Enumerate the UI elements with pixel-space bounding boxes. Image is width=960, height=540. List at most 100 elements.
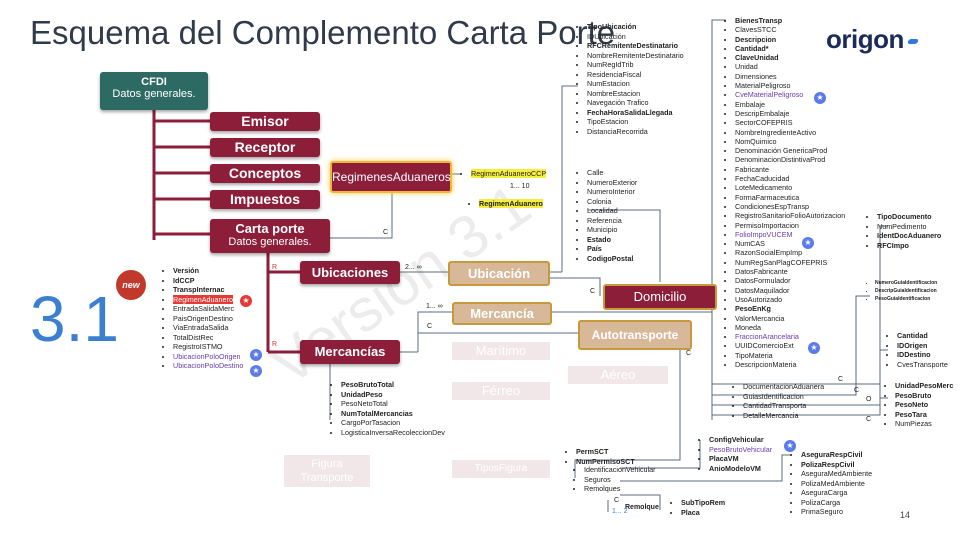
attribute-item: NumEstacion [587,79,630,88]
label-r-ubicaciones: R [272,264,278,271]
attribute-item: RFCImpo [877,240,909,250]
attribute-item: IDDestino [897,350,931,359]
attribute-item: Fabricante [735,164,769,174]
attribute-item: DenominacionDistintivaProd [735,155,826,165]
list-item: RazonSocialEmpImp [735,248,845,257]
label-c-autotransporte: C [686,350,692,357]
star-icon: ★ [240,295,252,307]
list-item: TipoMateria [735,351,845,360]
list-item: UUIDComercioExt [735,341,845,350]
page-number: 14 [900,510,911,520]
page-title: Esquema del Complemento Carta Porte [30,14,616,51]
attribute-item: CantidadTransporta [743,401,807,410]
attribute-item: DatosFabricante [735,267,788,277]
company-logo: origon [826,24,919,55]
node-ubicacion: Ubicación [448,261,550,286]
list-item: ConfigVehicular [709,435,772,445]
list-item: RFCRemitenteDestinatario [587,41,684,51]
attribute-item: DatosMaquilador [735,285,790,295]
list-item: CantidadTransporta [743,401,824,411]
list-item: PermisoImportacion [735,221,845,230]
attribute-item: AseguraRespCivil [801,450,863,459]
attribute-item: CodigoPostal [587,253,634,263]
list-item: DatosMaquilador [735,286,845,295]
list-item: RegimenAduanero [173,294,243,305]
remolque-attrs: SubTipoRemPlaca [672,498,725,517]
list-item: LogisticaInversaRecoleccionDev [341,428,445,438]
attribute-item: PermisoImportacion [735,220,799,230]
attribute-item: UbicacionPoloOrigen [173,351,241,361]
list-item: Cantidad* [735,44,845,53]
label-c-remolque: C [614,497,620,504]
attribute-item: NumCAS [735,239,765,249]
attribute-item: UnidadPeso [341,389,383,399]
attribute-item: PermSCT [576,447,609,456]
list-item: TipoEstacion [587,117,684,127]
logo-mark-icon [906,38,919,44]
attribute-item: ValorMercancia [735,313,785,323]
list-item: IdentDocAduanero [877,231,941,241]
list-item: DocumentacionAduanera [743,382,824,392]
list-item: NumPiezas [895,419,953,429]
attribute-item: NumPermisoSCT [576,456,635,466]
list-item: NumeroInterior [587,187,637,197]
list-item: PesoBruto [895,391,953,401]
regimen-aduanero-ccp: RegimenAduaneroCCP [471,169,547,178]
label-c-detalle: C [866,416,872,423]
star-icon: ★ [784,440,796,452]
list-item: AseguraCarga [801,488,872,498]
list-item: DescripEmbalaje [735,109,845,118]
list-item: Placa [681,508,725,518]
list-item: Estado [587,235,637,245]
attribute-item: NumeroInterior [587,187,635,196]
list-item: PolizaMedAmbiente [801,479,872,489]
list-item: NumeroExterior [587,178,637,188]
list-item: Denominación GenericaProd [735,146,845,155]
seguros-attrs: AseguraRespCivilPolizaRespCivilAseguraMe… [792,450,872,517]
regimenes-cardinality: 1... 10 [510,183,530,190]
list-item: PrimaSeguro [801,507,872,517]
attribute-item: PesoBruto [895,390,932,400]
attribute-item: IdCCP [173,275,195,285]
list-item: NumPermisoSCT [576,457,635,467]
attribute-item: GuiasIdentificacion [743,391,804,401]
attribute-item: TipoMateria [735,350,773,360]
attribute-item: NumPiezas [895,419,932,428]
list-item: PesoEnKg [735,304,845,313]
attribute-item: TranspInternac [173,285,225,294]
list-item: NumPedimento [877,222,941,232]
attribute-item: CargoPorTasacion [341,418,401,427]
list-item: PesoBrutoTotal [341,380,445,390]
node-impuestos: Impuestos [210,190,320,209]
node-carta-porte: Carta porte Datos generales. [210,219,330,253]
list-item: Dimensiones [735,72,845,81]
attribute-item: UbicacionPoloDestino [173,361,244,370]
attribute-item: UnidadPesoMerc [895,381,954,390]
attribute-item: DistanciaRecorrida [587,126,648,136]
mercancia-cardinality: 1... ∞ [426,303,443,310]
star-icon: ★ [814,92,826,104]
attribute-item: Descripcion [735,34,777,44]
list-item: NombreEstacion [587,89,684,99]
list-item: DenominacionDistintivaProd [735,155,845,164]
list-item: TotalDistRec [173,333,243,343]
attribute-item: NombreIngredienteActivo [735,127,817,137]
list-item: Moneda [735,323,845,332]
list-item: FraccionArancelaria [735,332,845,341]
list-item: TipoUbicación [587,22,684,32]
list-item: País [587,244,637,254]
attribute-item: Colonia [587,196,612,206]
list-item: MaterialPeligroso [735,81,845,90]
list-item: IdCCP [173,276,243,286]
list-item: UnidadPesoMerc [895,381,953,391]
ubicacion-attrs: TipoUbicaciónIDUbicaciónRFCRemitenteDest… [578,22,684,136]
list-item: FechaHoraSalidaLlegada [587,108,684,118]
list-item: NumTotalMercancias [341,409,445,419]
attribute-item: NumRegSanPlagCOFEPRIS [735,257,828,267]
label-c-regimenes: C [383,229,389,236]
domicilio-attrs: CalleNumeroExteriorNumeroInteriorColonia… [578,168,637,263]
auto-children: IdentificacionVehicularSegurosRemolques [575,465,656,494]
list-item: UbicacionPoloOrigen [173,352,243,362]
list-item: FormaFarmaceutica [735,193,845,202]
